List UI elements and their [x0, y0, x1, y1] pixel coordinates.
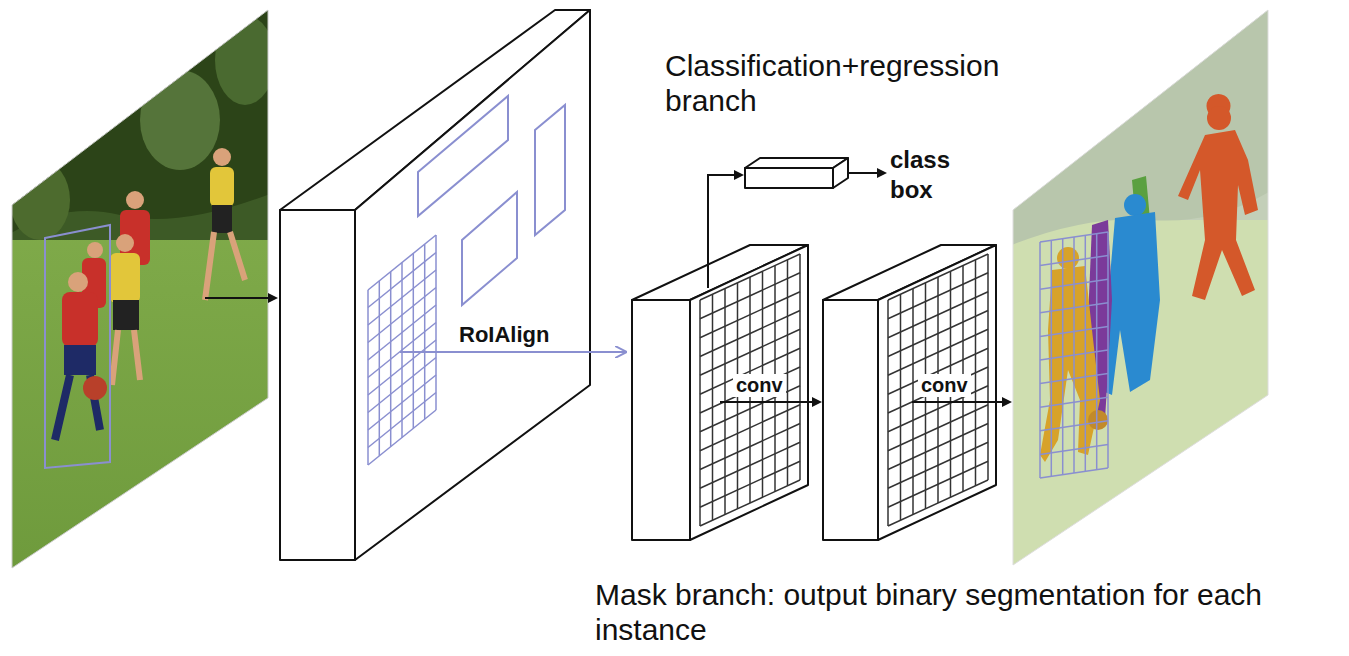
grid-line [1040, 421, 1108, 431]
grid-line [368, 288, 436, 343]
grid-line [1040, 232, 1108, 242]
cube-grid [888, 254, 988, 526]
grid-line [368, 323, 436, 378]
grid-line [700, 273, 800, 319]
grid-line [368, 340, 436, 395]
grid-line [368, 235, 436, 290]
grid-line [1040, 444, 1108, 454]
grid-line [700, 442, 800, 488]
grid-line [700, 254, 800, 300]
grid-line [368, 393, 436, 448]
grid-line [1040, 279, 1108, 289]
feature-map [280, 10, 590, 560]
region-proposals [418, 96, 565, 305]
operation-label: RoIAlign [456, 322, 552, 348]
grid-line [1040, 256, 1108, 266]
grid-line [1040, 350, 1108, 360]
operation-label: conv [918, 374, 971, 397]
grid-line [888, 405, 988, 451]
grid-line [888, 367, 988, 413]
grid-line [368, 253, 436, 308]
output-image [1000, 0, 1280, 580]
grid-line [888, 311, 988, 357]
mask-feature-cube [823, 245, 996, 540]
output-label: class [890, 146, 950, 174]
mask-grid [1040, 232, 1108, 478]
grid-line [700, 480, 800, 526]
grid-line [368, 375, 436, 430]
grid-line [888, 273, 988, 319]
branch-caption: Mask branch: output binary segmentation … [595, 577, 1295, 647]
grid-line [888, 442, 988, 488]
grid-line [700, 311, 800, 357]
input-image [0, 0, 280, 580]
grid-line [1040, 326, 1108, 336]
grid-line [888, 292, 988, 338]
grid-line [368, 270, 436, 325]
grid-line [700, 329, 800, 375]
operation-label: conv [733, 374, 786, 397]
fc-head [745, 158, 848, 188]
grid-line [888, 424, 988, 470]
grid-line [1040, 468, 1108, 478]
cube-grid [700, 254, 800, 526]
branch-title: Classification+regression branch [665, 48, 1065, 118]
grid-line [888, 329, 988, 375]
grid-line [700, 367, 800, 413]
grid-line [368, 358, 436, 413]
grid-line [888, 480, 988, 526]
grid-line [1040, 374, 1108, 384]
grid-line [888, 254, 988, 300]
grid-line [1040, 303, 1108, 313]
grid-line [368, 410, 436, 465]
grid-line [700, 405, 800, 451]
grid-line [1040, 397, 1108, 407]
roi-feature-cube [632, 245, 808, 540]
output-label: box [890, 176, 933, 204]
grid-line [700, 461, 800, 507]
grid-line [888, 461, 988, 507]
roi-grid [368, 235, 436, 465]
grid-line [700, 424, 800, 470]
grid-line [700, 292, 800, 338]
